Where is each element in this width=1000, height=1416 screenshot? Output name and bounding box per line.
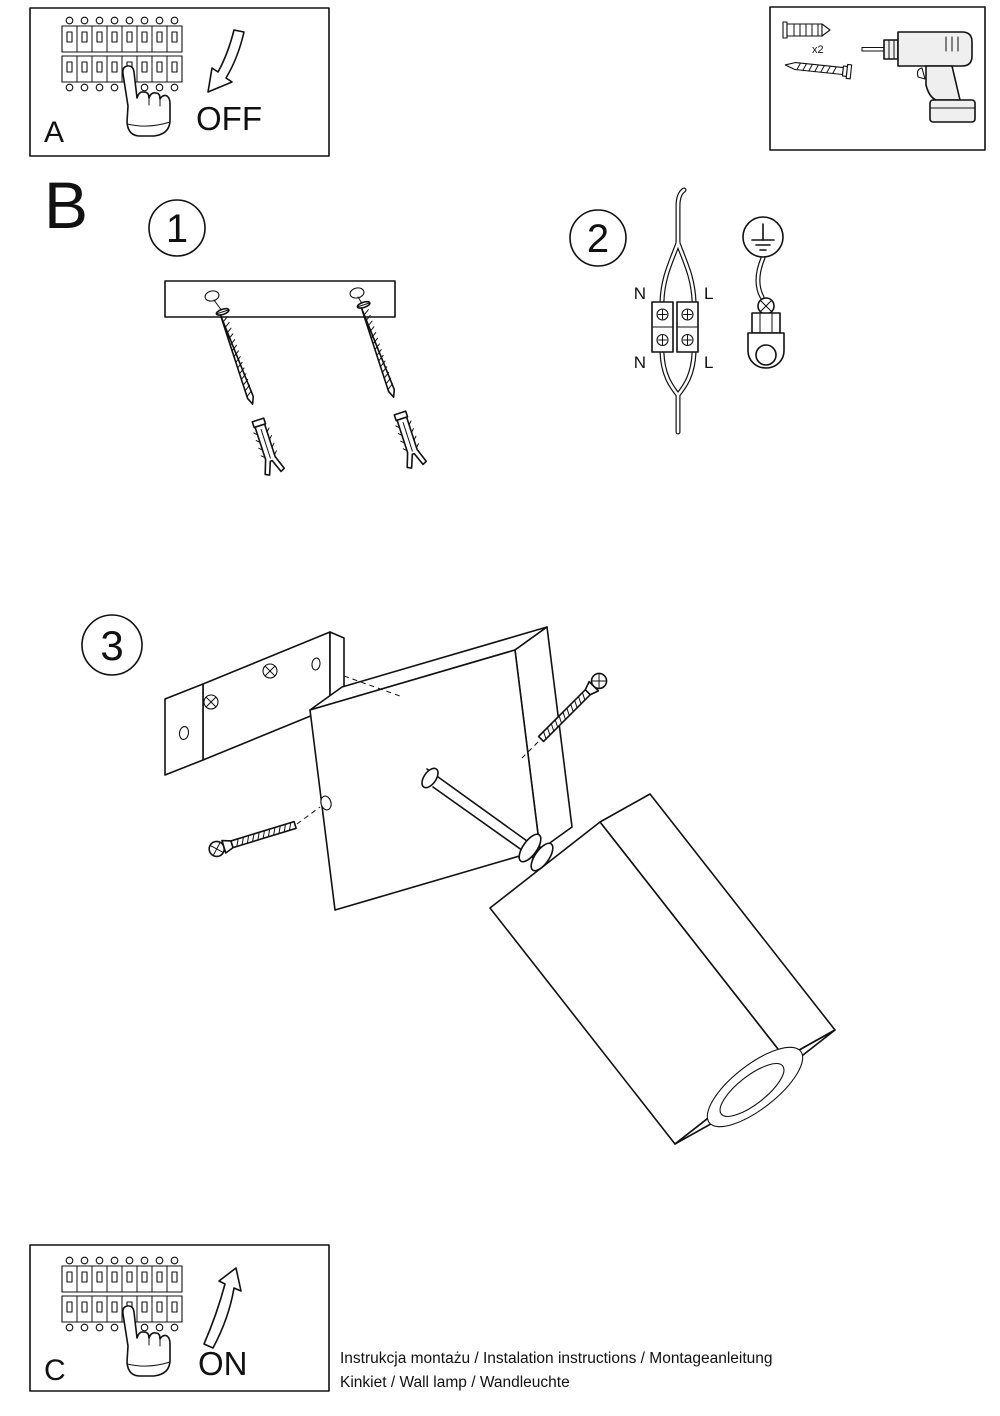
panel-c-label: C: [44, 1354, 66, 1387]
wall-plug-icon: [782, 21, 831, 39]
footer-product-line: Kinkiet / Wall lamp / Wandleuchte: [340, 1374, 570, 1391]
earth-connector-illustration: [747, 297, 785, 369]
anchor-count-label: x2: [812, 44, 824, 56]
anchor-2-illustration: [389, 409, 428, 471]
supply-wire-illustration: [659, 187, 697, 435]
step-3-badge: [81, 614, 143, 676]
terminal-block-illustration: [651, 301, 699, 353]
hardware-box-frame: [769, 6, 986, 151]
earth-symbol-icon: [742, 216, 784, 258]
drill-icon: [861, 31, 976, 123]
step-1-badge: [148, 199, 206, 257]
panel-c-frame: [29, 1244, 330, 1392]
screw-icon: [784, 61, 853, 80]
anchor-1-illustration: [247, 416, 286, 478]
off-label: OFF: [196, 100, 262, 137]
wiring-label-l-top: L: [704, 284, 713, 303]
wiring-label-n-top: N: [634, 284, 646, 303]
section-b-label: B: [44, 168, 88, 242]
panel-a-frame: [29, 7, 330, 157]
step-3-number: 3: [100, 622, 123, 669]
assembly-guide-lines: [296, 675, 539, 825]
arrow-down-icon: [207, 29, 245, 93]
on-label: ON: [198, 1345, 248, 1382]
lamp-head-illustration: [489, 793, 836, 1145]
footer-instructions-line: Instrukcja montażu / Instalation instruc…: [340, 1350, 773, 1367]
step-2-badge: [569, 209, 627, 267]
mounting-plate-illustration: [164, 280, 396, 318]
arrow-up-icon: [203, 1267, 242, 1349]
wiring-label-l-bottom: L: [704, 353, 713, 372]
step-2-number: 2: [587, 217, 609, 261]
screw-1-illustration: [214, 306, 260, 407]
wiring-label-n-bottom: N: [634, 353, 646, 372]
panel-a-label: A: [44, 116, 64, 149]
step-1-number: 1: [166, 207, 188, 251]
fixing-screw-left-illustration: [206, 817, 299, 860]
breaker-panel-c-illustration: [61, 1256, 183, 1332]
breaker-panel-a-illustration: [61, 16, 183, 92]
earth-wire-illustration: [755, 255, 766, 300]
pivot-joint-illustration: [421, 767, 534, 859]
